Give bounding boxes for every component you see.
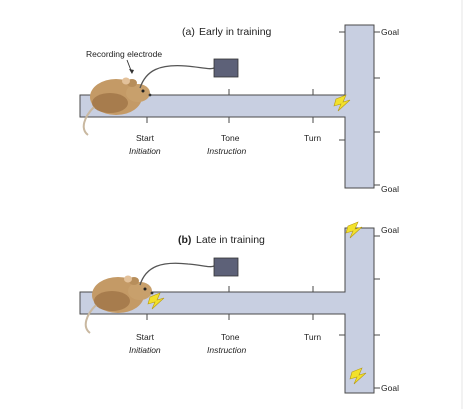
panel-a-recorder [213,58,239,78]
panel-a-goal-top: Goal [381,27,399,37]
panel-b-title-letter: (b) [178,234,191,246]
panel-b-label-initiation: Initiation [129,345,161,355]
panel-b-label-instruction: Instruction [207,345,246,355]
panel-a-label-turn: Turn [304,133,321,143]
panel-a-label-instruction: Instruction [207,146,246,156]
panel-b-goal-top: Goal [381,225,399,235]
panel-a: (a) Early in training Recording electrod… [79,24,399,194]
panel-b-goal-bottom: Goal [381,383,399,393]
panel-b-title: Late in training [196,234,265,246]
panel-a-maze [79,24,375,189]
panel-b: (b) Late in training Start Initiation To… [79,221,399,394]
panel-a-label-tone: Tone [221,133,240,143]
panel-a-goal-bottom: Goal [381,184,399,194]
panel-a-title-letter: (a) [182,26,195,38]
panel-a-electrode-label: Recording electrode [86,49,162,59]
panel-b-label-turn: Turn [304,332,321,342]
panel-b-maze [79,227,375,394]
panel-a-label-initiation: Initiation [129,146,161,156]
panel-a-label-start: Start [136,133,155,143]
panel-a-electrode-wire [139,64,215,89]
panel-b-recorder [213,257,239,277]
panel-b-label-tone: Tone [221,332,240,342]
panel-a-electrode-arrowhead [129,69,134,74]
panel-a-title: Early in training [199,26,272,38]
panel-b-electrode-wire [139,262,215,286]
panel-b-label-start: Start [136,332,155,342]
